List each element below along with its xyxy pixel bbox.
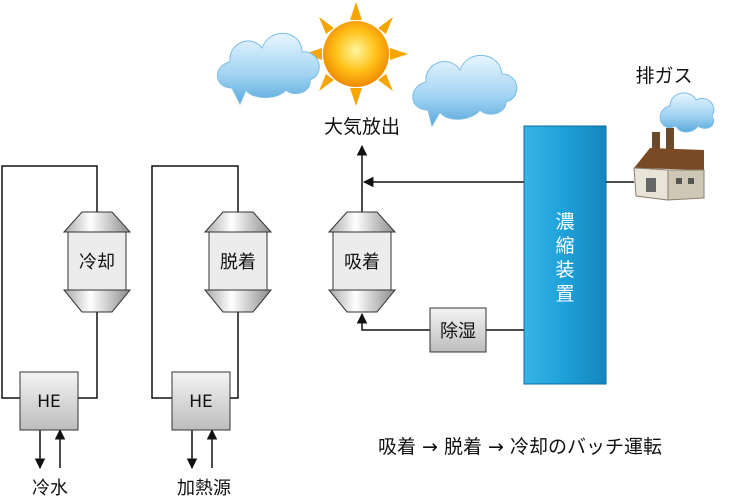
adsorb-label: 吸着 xyxy=(344,252,380,273)
desorb-vessel: 脱着 xyxy=(203,211,273,313)
he-box-right: HE xyxy=(171,371,231,431)
he-label: HE xyxy=(189,392,213,412)
sun-icon xyxy=(304,2,408,106)
heat-source-label: 加熱源 xyxy=(177,478,231,499)
he-label: HE xyxy=(37,392,61,412)
desorb-label: 脱着 xyxy=(220,252,256,273)
cloud-icon xyxy=(412,54,518,128)
dehumidifier-box: 除湿 xyxy=(429,307,487,353)
cool-vessel: 冷却 xyxy=(62,211,132,313)
dehumidifier-label: 除湿 xyxy=(440,321,476,342)
concentrator-box xyxy=(523,125,607,385)
concentrator-char: 置 xyxy=(555,283,574,305)
adsorb-vessel: 吸着 xyxy=(327,211,397,313)
exhaust-label: 排ガス xyxy=(635,65,692,87)
factory-icon xyxy=(633,128,705,201)
concentrator-char: 装 xyxy=(555,259,574,281)
cool-label: 冷却 xyxy=(79,252,115,273)
concentrator-char: 濃 xyxy=(555,211,574,233)
sequence-caption: 吸着 → 脱着 → 冷却のバッチ運転 xyxy=(378,436,662,458)
smoke-icon xyxy=(659,92,715,133)
cold-water-label: 冷水 xyxy=(32,478,68,499)
he-box-left: HE xyxy=(19,371,79,431)
release-label: 大気放出 xyxy=(324,116,400,138)
cloud-icon xyxy=(217,32,320,106)
concentrator-char: 縮 xyxy=(555,235,574,257)
